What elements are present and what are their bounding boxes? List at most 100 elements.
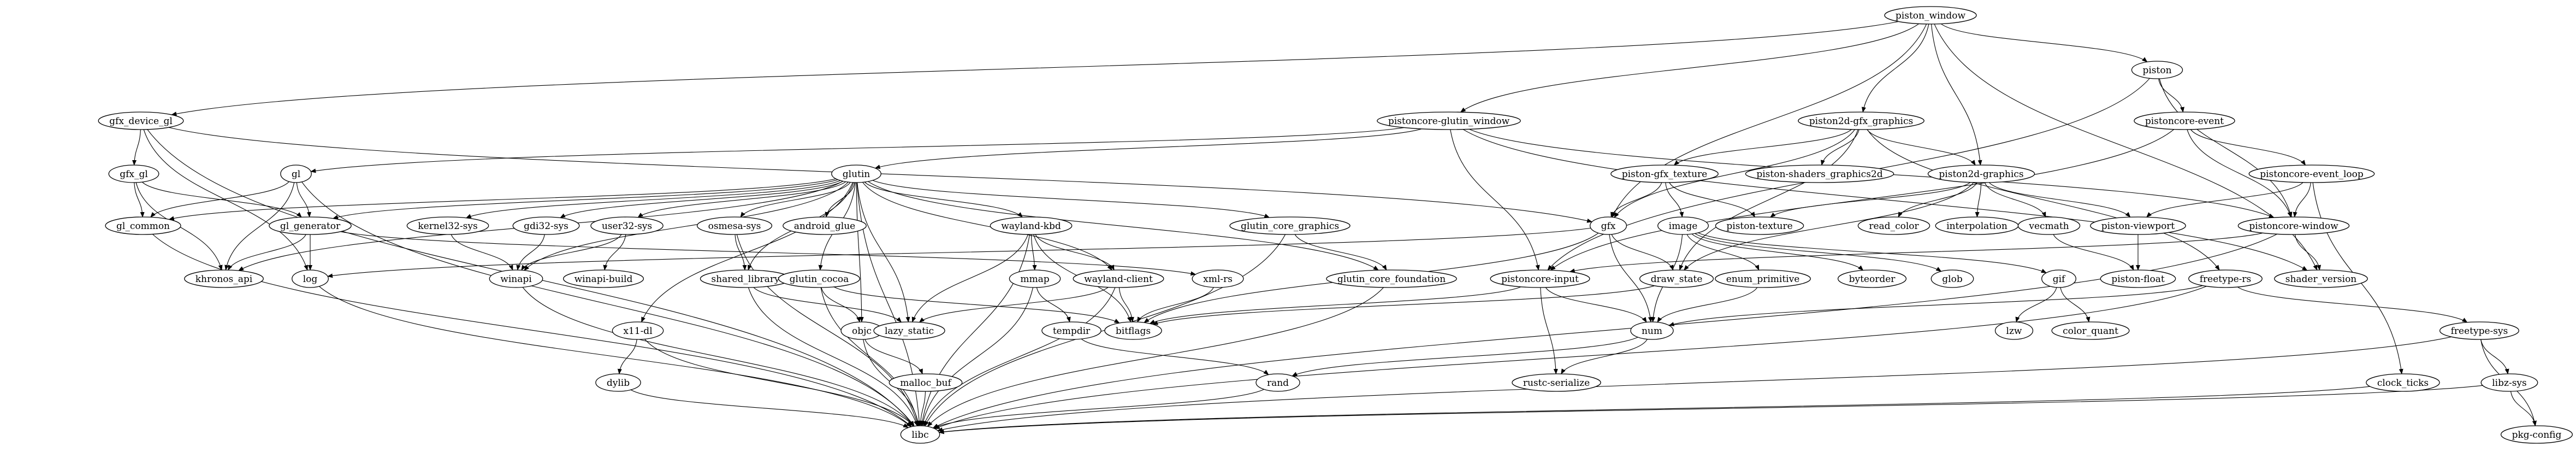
edge-num-to-rustc_serialize (1561, 339, 1648, 374)
node-android_glue-label: android_glue (794, 221, 855, 232)
node-winapi: winapi (489, 269, 543, 288)
node-glutin-shape (831, 165, 881, 183)
node-lzw: lzw (1994, 321, 2034, 340)
node-gdi32_sys: gdi32-sys (512, 216, 580, 235)
node-wayland_kbd-shape (990, 216, 1073, 235)
edge-glutin-to-kernel32_sys (465, 180, 841, 219)
edge-piston2d_graphics-to-vecmath (1984, 182, 2046, 218)
node-osmesa_sys-shape (696, 216, 773, 235)
node-piston2d_gfx_graphics-shape (1798, 111, 1924, 130)
node-gif: gif (2041, 269, 2076, 288)
node-libz_sys: libz-sys (2480, 373, 2538, 392)
node-dylib-label: dylib (607, 378, 630, 389)
node-pkg_config-shape (2500, 425, 2573, 444)
edge-piston_window-to-pistoncore_glutin_window (1460, 24, 1920, 113)
node-lazy_static-label: lazy_static (885, 326, 934, 337)
edge-gdi32_sys-to-winapi (516, 234, 545, 271)
node-wayland_kbd: wayland-kbd (990, 216, 1073, 235)
node-log-label: log (303, 274, 318, 285)
edge-gl_generator-to-xml_rs (340, 231, 1197, 276)
edge-gl-to-khronos_api (224, 182, 295, 271)
edge-image-to-enum_primitive (1686, 234, 1760, 271)
edge-piston2d_graphics-to-interpolation (1975, 182, 1982, 218)
node-kernel32_sys-shape (406, 216, 489, 235)
node-pistoncore_input: pistoncore-input (1490, 269, 1590, 288)
node-piston_window: piston_window (1884, 6, 1977, 25)
node-mmap-label: mmap (1020, 274, 1049, 285)
edge-piston2d_graphics-to-read_color (1898, 182, 1977, 218)
node-gdi32_sys-label: gdi32-sys (524, 221, 569, 232)
node-shared_library: shared_library (700, 269, 791, 288)
node-vecmath-label: vecmath (2028, 221, 2069, 232)
node-clock_ticks: clock_ticks (2366, 373, 2440, 392)
edge-malloc_buf-to-libc (918, 391, 926, 427)
node-piston_texture-label: piston-texture (1726, 221, 1792, 232)
node-tempdir-shape (1041, 321, 1102, 340)
node-objc: objc (840, 321, 883, 340)
node-malloc_buf-label: malloc_buf (900, 378, 952, 389)
node-gfx: gfx (1589, 216, 1627, 235)
node-gfx_gl-shape (108, 165, 159, 183)
edge-gl-to-libc (301, 181, 915, 427)
edge-piston_gfx_texture-to-gfx (1610, 182, 1662, 218)
node-tempdir-label: tempdir (1053, 326, 1091, 337)
edge-pistoncore_window-to-pistoncore_input (1569, 232, 2263, 273)
edge-piston2d_gfx_graphics-to-gfx (1614, 129, 1855, 218)
node-glutin_core_foundation: glutin_core_foundation (1326, 269, 1457, 288)
edge-glutin-to-objc (856, 182, 864, 322)
node-gl_generator-label: gl_generator (280, 221, 341, 232)
edge-wayland_client-to-lazy_static (919, 287, 1109, 323)
edge-image-to-glob (1695, 233, 1942, 272)
node-gif-label: gif (2053, 274, 2066, 285)
node-piston_texture: piston-texture (1715, 216, 1804, 235)
node-wayland_client: wayland-client (1073, 269, 1164, 288)
edge-shared_library-to-lazy_static (753, 287, 902, 323)
edge-osmesa_sys-to-libc (736, 234, 919, 427)
edge-pistoncore_glutin_window-to-shader_version (1462, 129, 2308, 271)
node-byteorder-shape (1837, 269, 1907, 288)
node-glutin: glutin (831, 165, 881, 183)
node-osmesa_sys: osmesa-sys (696, 216, 773, 235)
edge-piston_window-to-gfx_device_gl (171, 21, 1899, 116)
edge-glutin_cocoa-to-bitflags (833, 286, 1120, 324)
edge-pistoncore_glutin_window-to-pistoncore_input (1450, 129, 1540, 271)
node-xml_rs-label: xml-rs (1203, 274, 1233, 285)
node-interpolation-label: interpolation (1946, 221, 2007, 232)
edge-mmap-to-libc (921, 287, 1034, 427)
node-color_quant-label: color_quant (2063, 326, 2118, 337)
edge-pistoncore_window-to-shader_version (2294, 234, 2322, 271)
node-gl_common-label: gl_common (116, 221, 170, 232)
node-gl_common: gl_common (105, 216, 181, 235)
edge-tempdir-to-rand (1081, 338, 1269, 375)
edge-gfx-to-draw_state (1611, 234, 1674, 271)
edge-pistoncore_event-to-pistoncore_window (2187, 129, 2292, 218)
edge-glutin-to-gl_generator (332, 179, 838, 219)
edge-freetype_rs-to-libc (934, 286, 2207, 429)
node-draw_state: draw_state (1639, 269, 1714, 288)
node-glutin_cocoa-label: glutin_cocoa (790, 274, 849, 285)
node-gfx_device_gl-shape (98, 111, 184, 130)
edge-pistoncore_glutin_window-to-gl (310, 127, 1405, 173)
edge-dylib-to-libc (630, 389, 909, 428)
node-freetype_sys-label: freetype-sys (2451, 326, 2508, 337)
node-winapi_build-shape (562, 269, 644, 288)
node-piston_shaders_graphics2d-label: piston-shaders_graphics2d (1756, 169, 1882, 180)
edge-glutin-to-glutin_core_graphics (872, 180, 1270, 218)
node-wayland_client-label: wayland-client (1084, 274, 1153, 285)
node-winapi_build: winapi-build (562, 269, 644, 288)
node-shader_version-shape (2274, 269, 2368, 288)
edge-gif-to-lzw (2015, 287, 2057, 323)
edge-pistoncore_glutin_window-to-glutin (874, 128, 1422, 169)
node-piston-label: piston (2142, 65, 2171, 76)
edge-gl_common-to-libc (152, 234, 912, 427)
node-lazy_static-shape (873, 321, 945, 340)
node-bitflags-shape (1104, 321, 1162, 340)
edge-wayland_client-to-libc (923, 287, 1116, 427)
edge-piston-to-pistoncore_window (2159, 78, 2293, 218)
node-mmap: mmap (1009, 269, 1061, 288)
node-wayland_client-shape (1073, 269, 1164, 288)
node-piston_float-shape (2100, 269, 2176, 288)
node-xml_rs-shape (1192, 269, 1244, 288)
node-gdi32_sys-shape (512, 216, 580, 235)
node-draw_state-label: draw_state (1651, 274, 1703, 285)
